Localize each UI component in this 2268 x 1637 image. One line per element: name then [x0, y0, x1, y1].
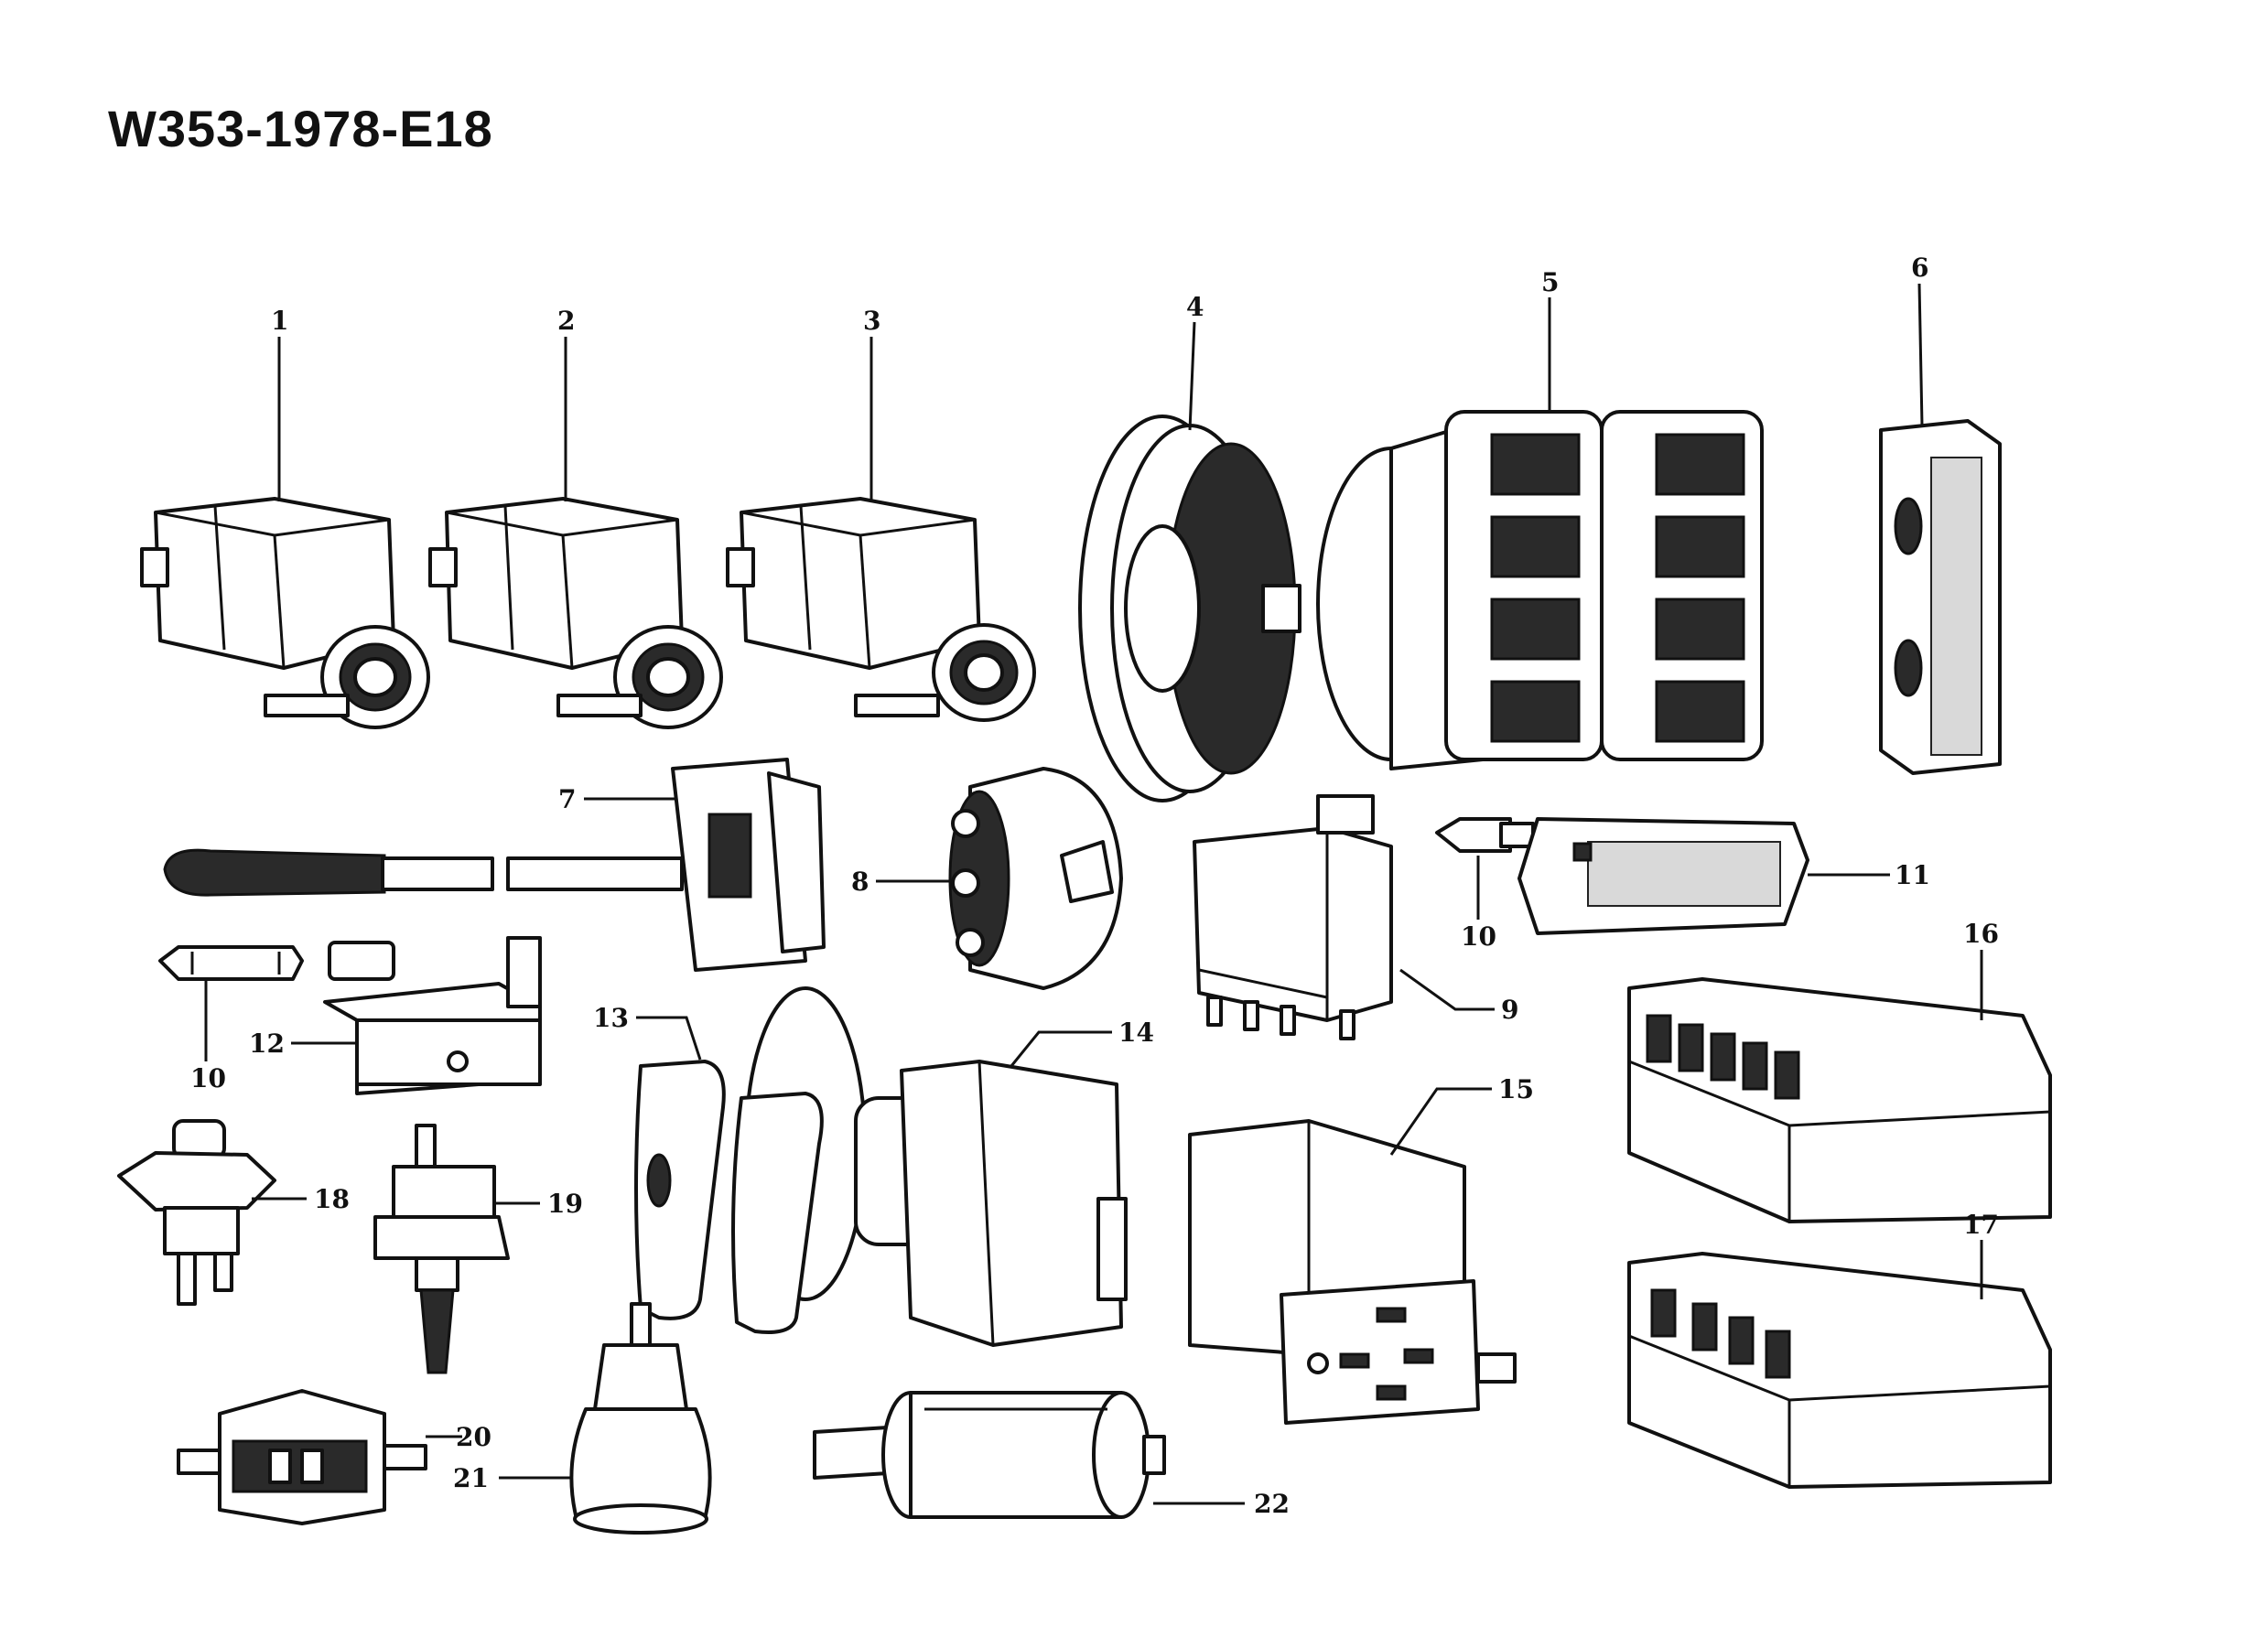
part-17-fuse-box: [1627, 1252, 2052, 1489]
callout-22: 22: [1254, 1489, 1290, 1519]
part-10-bulb-upper: [1435, 817, 1535, 853]
part-4-horn: [1078, 415, 1301, 802]
part-21-rubber-cap: [569, 1302, 712, 1535]
callout-12: 12: [249, 1029, 285, 1059]
diagram-title: W353-1978-E18: [108, 100, 493, 157]
callout-2: 2: [557, 306, 575, 336]
callout-8: 8: [851, 867, 869, 897]
callout-16: 16: [1963, 919, 1999, 949]
part-15-voltage-regulator: [1188, 1119, 1517, 1425]
part-12-bulb-holder-bracket: [323, 936, 542, 1095]
part-7-lever-switch: [163, 758, 826, 972]
callout-17: 17: [1963, 1210, 1999, 1240]
callout-18: 18: [314, 1184, 350, 1214]
callout-11: 11: [1895, 860, 1930, 890]
part-9-relay: [1193, 794, 1393, 1040]
part-2-push-button-switch: [428, 497, 723, 729]
part-10-bulb-lower: [158, 945, 304, 981]
callout-3: 3: [863, 306, 880, 336]
callout-10-upper: 10: [1461, 921, 1496, 952]
part-14-ignition-switch-assembly: [731, 986, 1128, 1347]
part-11-lamp-lens: [1517, 817, 1809, 935]
callout-7: 7: [558, 784, 576, 814]
leader-lines: [204, 283, 1983, 1505]
part-6-terminal-strip: [1879, 419, 2002, 775]
callout-14: 14: [1118, 1018, 1154, 1048]
part-3-push-button-switch: [726, 497, 1036, 722]
part-20-rocker-switch: [177, 1389, 427, 1525]
part-5-headlamp-housing: [1316, 410, 1764, 770]
part-13-switch-handle: [634, 1060, 726, 1320]
callout-21: 21: [453, 1463, 489, 1493]
part-1-push-button-switch: [140, 497, 430, 729]
callout-9: 9: [1501, 995, 1518, 1025]
callout-labels: 1 2 3 4 5 6 7 8 9 10 10 11 12 13 14 15 1…: [190, 253, 1999, 1519]
callout-4: 4: [1186, 292, 1204, 322]
part-19-brake-light-switch: [373, 1124, 510, 1374]
callout-13: 13: [593, 1003, 629, 1033]
part-18-door-contact-switch: [117, 1119, 276, 1306]
callout-20: 20: [456, 1422, 491, 1452]
callout-10-lower: 10: [190, 1063, 226, 1093]
callout-6: 6: [1911, 253, 1928, 283]
part-16-fuse-box: [1627, 977, 2052, 1223]
callout-1: 1: [271, 306, 288, 336]
callout-15: 15: [1498, 1074, 1534, 1104]
callout-19: 19: [547, 1189, 583, 1219]
part-8-connector-block: [948, 767, 1123, 990]
part-22-condenser: [813, 1391, 1166, 1519]
callout-5: 5: [1541, 267, 1559, 297]
